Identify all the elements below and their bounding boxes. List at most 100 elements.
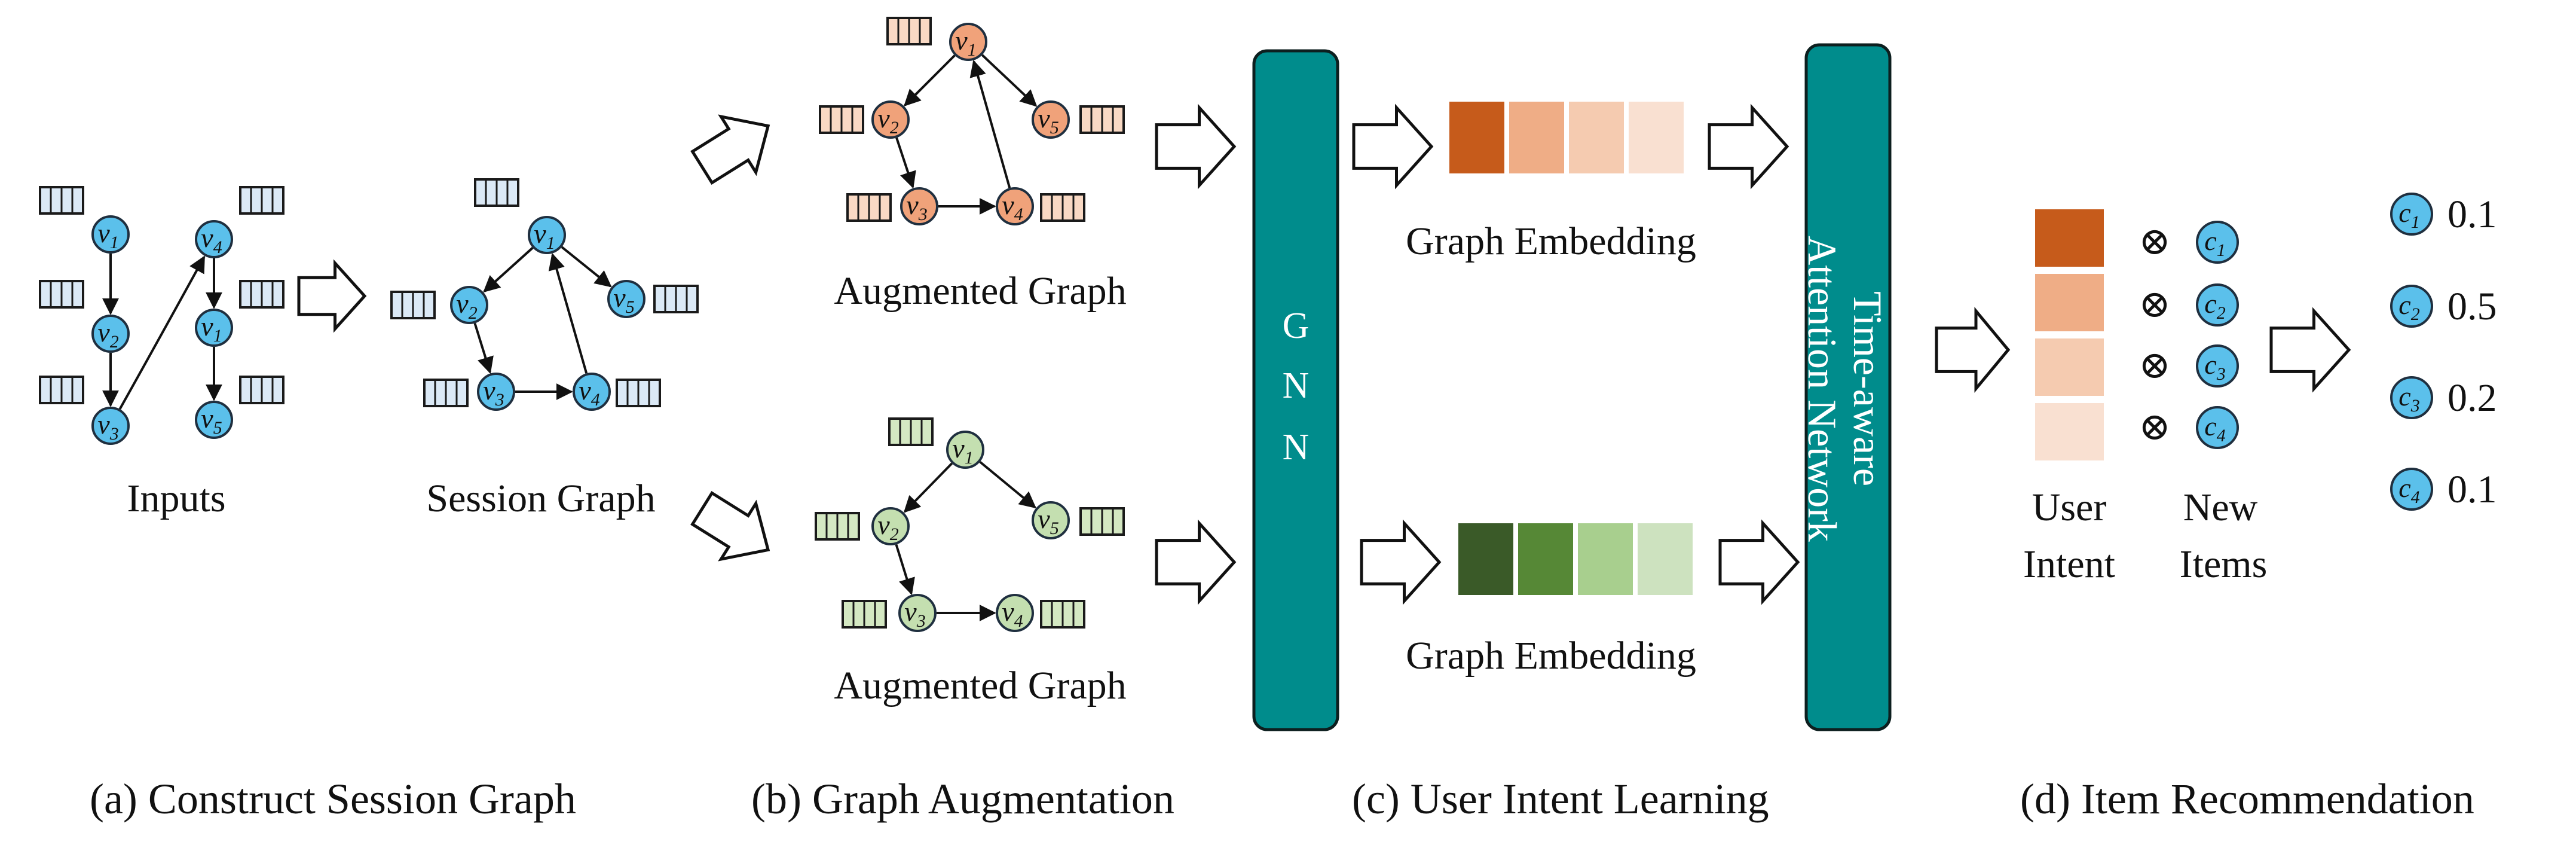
session-node-5-label: v5: [613, 282, 634, 317]
inputs-feature-1: [39, 186, 84, 215]
intent-cell-3: [2035, 338, 2104, 396]
aug-top-feature-2: [819, 105, 864, 134]
inputs-node-1: v1: [91, 215, 130, 254]
attention-network-box: [1804, 43, 1892, 731]
aug-top-node-4: v4: [996, 187, 1034, 225]
session-edge-1-5: [561, 246, 612, 288]
new-items-label-line2: Items: [2180, 542, 2268, 586]
aug-bottom-edge-1-2: [903, 462, 953, 513]
multiply-symbol-2: ⊗: [2138, 283, 2171, 325]
caption-a: (a) Construct Session Graph: [90, 775, 576, 823]
gnn-label-n2: N: [1283, 427, 1310, 468]
inputs-node-4: v4: [195, 220, 233, 258]
session-edge-1-2: [483, 246, 534, 293]
multiply-symbol-1: ⊗: [2138, 220, 2171, 263]
score-value-2: 0.5: [2447, 285, 2497, 328]
attention-label-line2: Attention Network: [1800, 236, 1845, 542]
multiply-symbol-4: ⊗: [2138, 405, 2171, 448]
session-node-3: v3: [477, 373, 515, 411]
embed-bottom-cell-3: [1578, 523, 1633, 595]
inputs-edge-3-4: [118, 255, 206, 410]
user-intent-label-line2: Intent: [2023, 542, 2115, 586]
inputs-node-3: v3: [91, 407, 130, 445]
caption-b: (b) Graph Augmentation: [751, 775, 1174, 823]
intent-cell-2: [2035, 274, 2104, 331]
session-feature-1: [474, 178, 519, 207]
arrow-to-scores: [2269, 307, 2351, 393]
new-items-label-line1: New: [2183, 486, 2258, 529]
inputs-label: Inputs: [127, 477, 226, 520]
inputs-node-6: v5: [195, 401, 233, 439]
augmented-graph-top-label: Augmented Graph: [834, 269, 1126, 313]
inputs-node-6-label: v5: [201, 403, 222, 438]
aug-top-feature-5: [1079, 105, 1125, 134]
score-value-4: 0.1: [2447, 468, 2497, 511]
aug-top-feature-3: [846, 193, 892, 222]
new-item-node-1: c1: [2196, 221, 2239, 264]
aug-top-node-5: v5: [1032, 100, 1070, 139]
embed-top-cell-4: [1629, 102, 1684, 173]
session-edge-4-1: [548, 252, 588, 374]
new-item-node-3: c3: [2196, 344, 2239, 388]
arrow-embed-top-to-attention: [1708, 103, 1789, 190]
recommendation-scores: 0.1 0.5 0.2 0.1: [2447, 193, 2497, 511]
graph-embedding-bars: [1449, 102, 1693, 595]
graph-embedding-bottom-label: Graph Embedding: [1406, 634, 1696, 678]
caption-d: (d) Item Recommendation: [2020, 775, 2474, 823]
embed-top-cell-2: [1509, 102, 1564, 173]
session-edge-2-3: [473, 322, 494, 374]
aug-bottom-feature-2: [815, 512, 860, 541]
inputs-feature-2: [39, 280, 84, 309]
new-item-node-3-label: c3: [2204, 349, 2225, 384]
session-node-5: v5: [607, 280, 645, 318]
session-feature-3: [423, 379, 469, 407]
arrow-inputs-to-session: [297, 259, 367, 333]
score-item-node-1: c1: [2390, 193, 2433, 236]
embed-bottom-cell-4: [1638, 523, 1693, 595]
score-item-node-4: c4: [2390, 468, 2433, 511]
score-item-node-2: c2: [2390, 285, 2433, 328]
embed-top-cell-1: [1449, 102, 1504, 173]
aug-top-node-4-label: v4: [1002, 190, 1023, 224]
user-intent-stack: [2035, 209, 2104, 460]
score-value-3: 0.2: [2447, 376, 2497, 420]
graph-embedding-top-label: Graph Embedding: [1406, 219, 1696, 263]
score-item-node-3: c3: [2390, 376, 2433, 419]
aug-bottom-node-4-label: v4: [1002, 596, 1023, 631]
inputs-node-2: v2: [91, 315, 130, 353]
caption-c: (c) User Intent Learning: [1352, 775, 1769, 823]
aug-bottom-node-2: v2: [871, 507, 910, 545]
user-intent-label-line1: User: [2032, 486, 2107, 529]
aug-bottom-feature-3: [842, 600, 887, 629]
arrow-aug-bottom-to-gnn: [1155, 519, 1237, 605]
gnn-label-g: G: [1283, 306, 1310, 346]
aug-top-feature-1: [886, 17, 932, 45]
aug-bottom-node-5: v5: [1032, 501, 1070, 539]
arrow-aug-top-to-gnn: [1155, 103, 1237, 190]
session-node-1-label: v1: [534, 218, 555, 253]
aug-bottom-edge-1-5: [979, 460, 1036, 509]
inputs-feature-6: [239, 376, 284, 404]
arrow-attention-to-intent: [1935, 307, 2011, 393]
session-feature-2: [390, 291, 436, 319]
graph-edges: [102, 54, 1038, 621]
score-value-1: 0.1: [2447, 193, 2497, 236]
aug-bottom-node-1: v1: [946, 431, 984, 469]
aug-top-feature-4: [1040, 193, 1085, 222]
aug-bottom-feature-5: [1079, 507, 1125, 536]
augmented-graph-bottom-label: Augmented Graph: [834, 664, 1126, 707]
session-node-1: v1: [528, 216, 566, 254]
new-item-node-2: c2: [2196, 283, 2239, 327]
aug-top-node-2: v2: [871, 100, 910, 139]
aug-top-edge-1-5: [981, 54, 1038, 107]
embed-bottom-cell-2: [1518, 523, 1573, 595]
multiply-symbol-3: ⊗: [2138, 344, 2171, 386]
embed-bottom-cell-1: [1458, 523, 1513, 595]
arrow-gnn-to-embed-top: [1352, 103, 1434, 190]
arrow-gnn-to-embed-bottom: [1360, 519, 1442, 605]
aug-top-node-3: v3: [900, 187, 938, 225]
intent-cell-1: [2035, 209, 2104, 267]
multiply-symbols: ⊗ ⊗ ⊗ ⊗: [2138, 220, 2171, 448]
